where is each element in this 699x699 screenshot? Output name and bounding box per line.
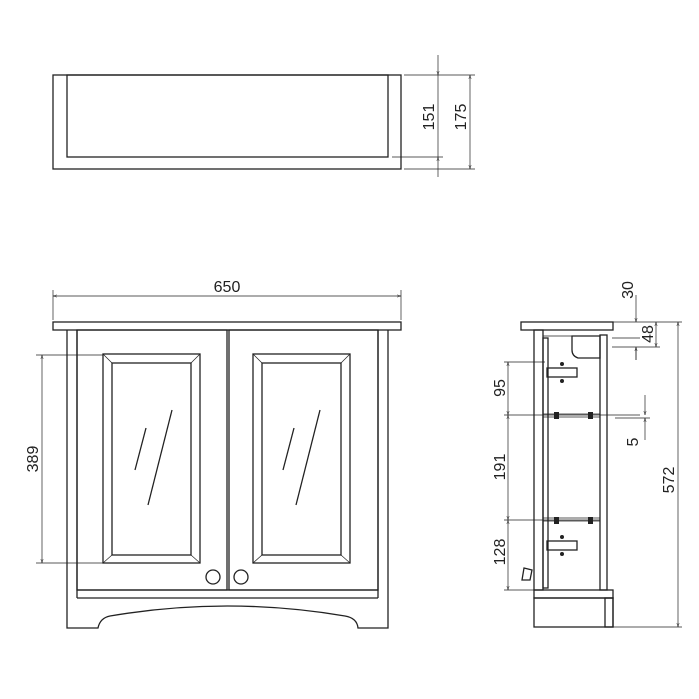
dim-width: 650 xyxy=(214,279,241,296)
dim-middle-gap: 191 xyxy=(492,454,509,481)
dim-upper-gap: 95 xyxy=(492,379,509,397)
right-knob xyxy=(233,569,249,585)
dim-total-height: 572 xyxy=(661,467,678,494)
side-section-view: 95 191 128 30 48 5 572 xyxy=(492,281,682,628)
front-view: 650 389 xyxy=(25,279,402,629)
dim-top-thickness: 30 xyxy=(620,281,637,299)
dim-glass-height: 389 xyxy=(25,446,42,473)
glass-reflection-icon xyxy=(134,409,321,506)
dim-lower-gap: 128 xyxy=(492,539,509,566)
dim-top-outer-depth: 175 xyxy=(453,104,470,131)
right-door xyxy=(228,329,379,591)
door-stop-icon xyxy=(521,567,533,581)
dim-top-to-shelf: 48 xyxy=(640,325,657,343)
dim-top-inner-depth: 151 xyxy=(421,104,438,131)
left-door xyxy=(76,329,228,591)
top-view: 151 175 xyxy=(52,55,475,177)
hinge-icon xyxy=(546,362,578,556)
left-knob xyxy=(205,569,221,585)
dim-shelf-thickness: 5 xyxy=(625,437,642,446)
